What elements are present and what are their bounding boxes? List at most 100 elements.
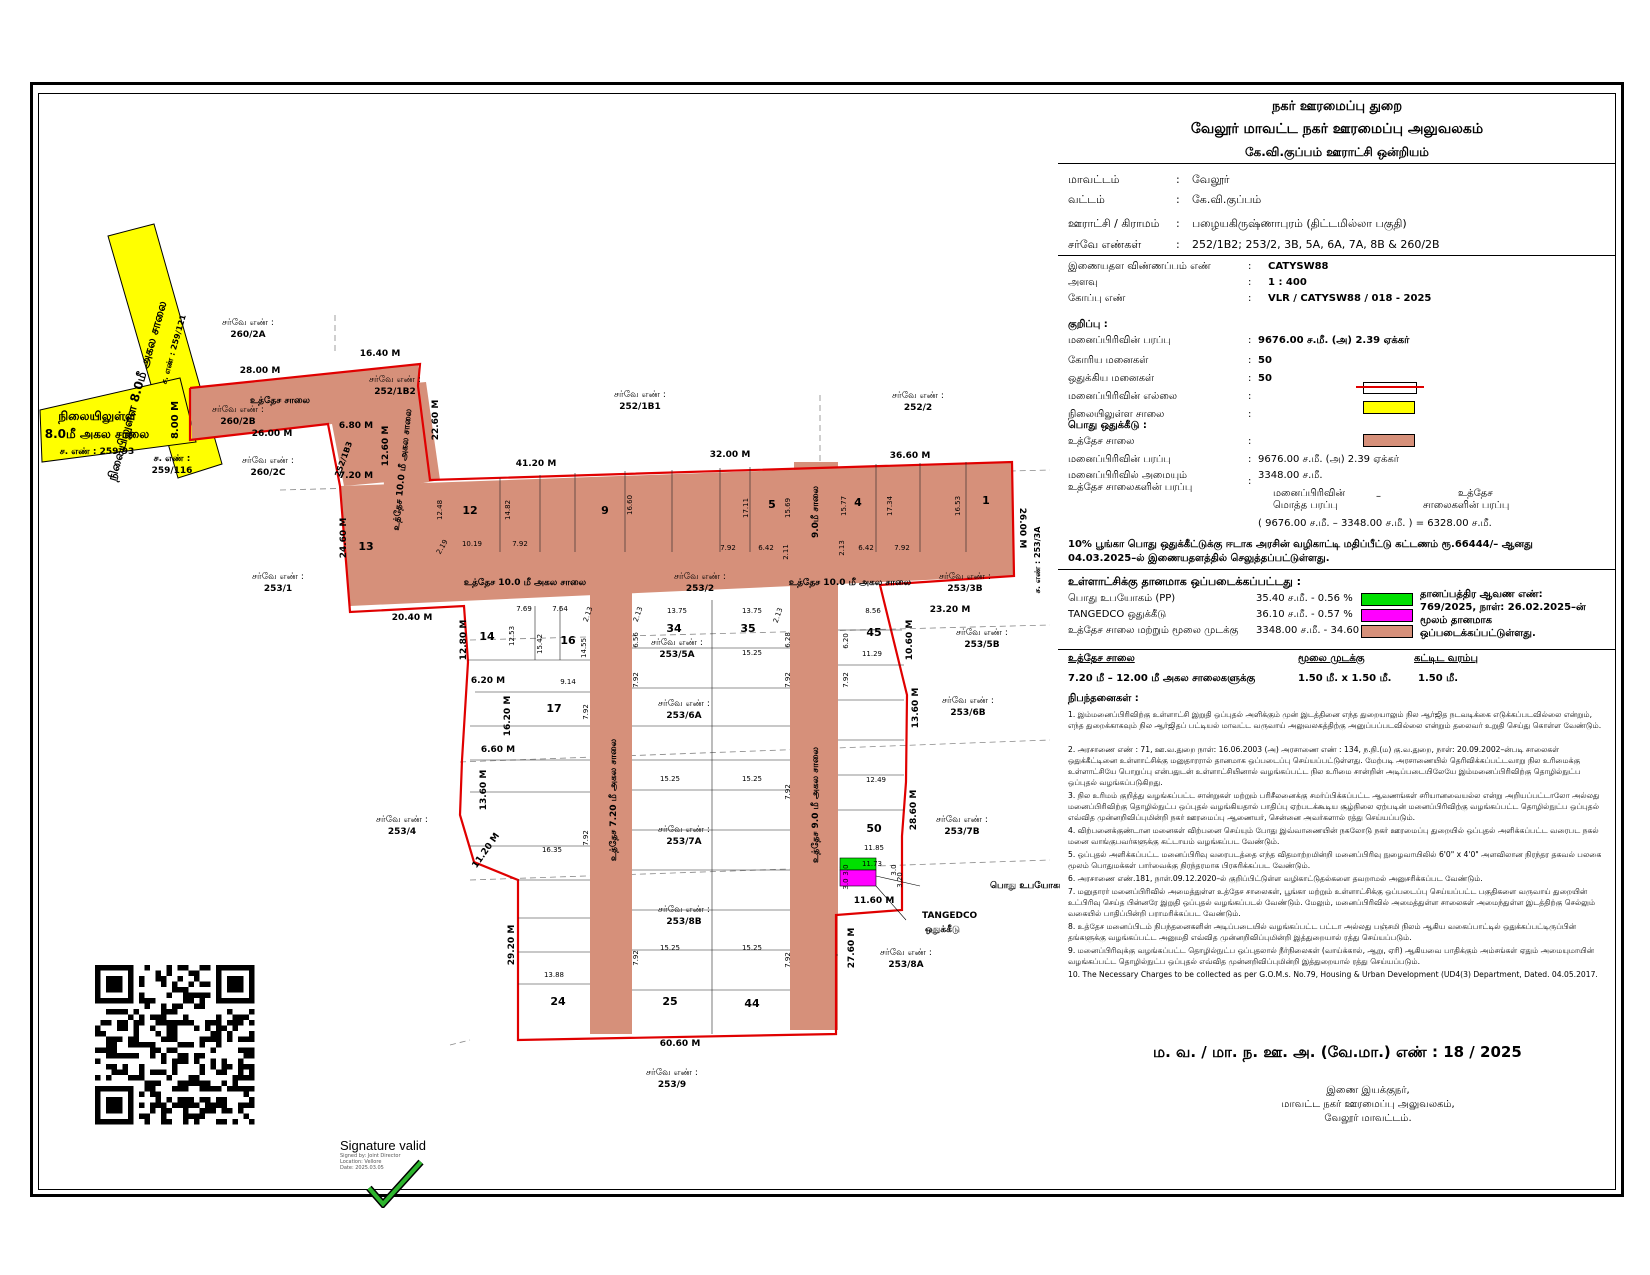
- tangedco-label-a: TANGEDCO: [922, 911, 978, 921]
- dimension-labels: 28.00 M16.40 M26.00 M6.80 M7.20 M41.20 M…: [240, 349, 1027, 1049]
- survey-number-value: 253/4: [388, 827, 416, 837]
- small-dimension: 9.14: [560, 678, 576, 686]
- survey-number-value: 253/7A: [666, 837, 701, 847]
- small-dimension: 6.20: [842, 633, 850, 649]
- survey-number-value: 252/2: [904, 403, 932, 413]
- small-dimension: 2.13: [632, 606, 645, 623]
- dimension-vertical: 26.00 M: [1017, 508, 1027, 549]
- dimension-horizontal: 7.20 M: [339, 471, 373, 481]
- survey-number-value: 252/1B1: [619, 402, 660, 412]
- calc-h1a: மனைப்பிரிவின்: [1273, 488, 1346, 499]
- small-dimension: 7.92: [784, 784, 792, 800]
- signatory-line: இணை இயக்குநர்,: [1326, 1085, 1410, 1096]
- legend-value: 50: [1258, 373, 1272, 384]
- plot-number: 1: [982, 494, 990, 507]
- small-dimension: 11.85: [864, 844, 884, 852]
- small-dimension: 7.92: [784, 672, 792, 688]
- dimension-horizontal: 26.00 M: [252, 429, 293, 439]
- small-dimension: 17.11: [742, 498, 750, 518]
- legend-label: நிலையிலுள்ள சாலை: [1068, 409, 1165, 420]
- plot-number: 44: [744, 997, 760, 1010]
- condition-item: 10. The Necessary Charges to be collecte…: [1068, 970, 1598, 979]
- location-label: வட்டம்: [1068, 193, 1105, 206]
- digital-signature: Signature valid Signed by: Joint Directo…: [340, 1138, 460, 1208]
- plot-number: 17: [546, 702, 561, 715]
- survey-number-value: 253/8A: [888, 960, 923, 970]
- pp-label: பொது உபயோகம் (PP): [990, 880, 1060, 891]
- info-panel: நகர் ஊரமைப்பு துறை வேலூர் மாவட்ட நகர் ஊர…: [1058, 93, 1616, 1190]
- survey-number-label: சர்வே எண் :: [939, 572, 991, 582]
- survey-number-value: 253/1: [264, 584, 292, 594]
- tangedco-area: [839, 869, 877, 887]
- detail-label: இணையதள விண்ணப்பம் எண்: [1068, 261, 1211, 272]
- small-dimension: 13.75: [742, 607, 762, 615]
- legend-label: மனைப்பிரிவின் எல்லை: [1068, 391, 1178, 402]
- plot-number: 24: [550, 995, 566, 1008]
- plot-number: 34: [666, 622, 682, 635]
- splay-v1: 7.20 மீ – 12.00 மீ அகல சாலைகளுக்கு: [1068, 673, 1256, 684]
- condition-item: 6. அரசாணை எண்.181, நாள்.09.12.2020–ல் கு…: [1068, 874, 1483, 883]
- survey-number-value: 260/2C: [251, 468, 286, 478]
- small-dimension: 7.92: [784, 952, 792, 968]
- small-dimension: 17.34: [886, 495, 894, 516]
- legend-label: கோரிய மனைகள்: [1068, 355, 1149, 366]
- survey-number-label: சர்வே எண் :: [212, 405, 264, 415]
- office-title: வேலூர் மாவட்ட நகர் ஊரமைப்பு அலுவலகம்: [1190, 121, 1484, 137]
- existing-road-width: 8.00 M: [170, 401, 181, 439]
- dimension-vertical: 22.60 M: [431, 400, 441, 441]
- road-label-900: உத்தேச 9.0 மீ அகல சாலை: [810, 747, 821, 863]
- condition-item: 7. மனுதாரர் மனைப்பிரிவில் அமைத்துள்ள உத்…: [1068, 887, 1596, 918]
- survey-number-label: சர்வே எண் :: [369, 375, 421, 385]
- plot-number: 45: [866, 626, 881, 639]
- small-dimension: 15.42: [536, 634, 544, 654]
- allot-plan-label1: மனைப்பிரிவில் அமையும்: [1068, 470, 1188, 481]
- small-dimension: 15.25: [660, 775, 680, 783]
- small-dimension: 2.13: [838, 540, 846, 556]
- dimension-vertical: 28.60 M: [909, 790, 919, 831]
- small-dimension: 16.60: [626, 495, 634, 515]
- small-dimension: 12.53: [508, 626, 516, 646]
- survey-number-value: 253/5A: [659, 650, 694, 660]
- survey-number-value: 253/5B: [964, 640, 999, 650]
- small-dimension: 6.42: [758, 544, 774, 552]
- block-title: கே.வி.குப்பம் ஊராட்சி ஒன்றியம்: [1245, 145, 1429, 159]
- dimension-vertical: 10.60 M: [905, 620, 915, 661]
- legend-title: குறிப்பு :: [1068, 319, 1108, 330]
- survey-number-label: சர்வே எண் :: [658, 699, 710, 709]
- small-dimension: 3.20: [896, 872, 904, 888]
- signatory-line: மாவட்ட நகர் ஊரமைப்பு அலுவலகம்,: [1281, 1099, 1455, 1110]
- splay-h1: உத்தேச சாலை: [1068, 653, 1135, 664]
- existing-road-1b: 8.0மீ அகல சாலை: [45, 427, 150, 441]
- road-label-main: உத்தேச 10.0 மீ அகல சாலை: [464, 577, 587, 588]
- plot-number: 35: [740, 622, 755, 635]
- dept-title: நகர் ஊரமைப்பு துறை: [1271, 99, 1403, 114]
- survey-number-label: சர்வே எண் :: [376, 815, 428, 825]
- survey-number-label: சர்வே எண் :: [880, 948, 932, 958]
- dimension-horizontal: 16.40 M: [360, 349, 401, 359]
- legend-value: 9676.00 ச.மீ. (அ) 2.39 ஏக்கர்: [1258, 335, 1410, 346]
- survey-number-value: 253/2: [686, 584, 714, 594]
- road-label-9m: 9.0மீ சாலை: [810, 485, 821, 538]
- legend-label: ஒதுக்கிய மனைகள்: [1068, 373, 1155, 384]
- location-label: சர்வே எண்கள்: [1068, 238, 1142, 251]
- plot-number: 4: [854, 496, 862, 509]
- gift-label: TANGEDCO ஒதுக்கீடு: [1068, 609, 1167, 620]
- small-dimension: 7.69: [516, 605, 532, 613]
- plot-number: 14: [479, 630, 495, 643]
- small-dimension: 2.11: [782, 544, 790, 560]
- sheet-outer-border: [30, 82, 1624, 1197]
- gift-swatch: [1361, 625, 1413, 638]
- dimension-vertical: 13.60 M: [911, 688, 921, 729]
- allot-road-label: உத்தேச சாலை: [1068, 436, 1135, 447]
- small-dimension: 12.48: [436, 500, 444, 520]
- gift-value: 36.10 ச.மீ. - 0.57 %: [1256, 609, 1353, 620]
- park-note-1: 10% பூங்கா பொது ஒதுக்கீட்டுக்கு ஈடாக அரச…: [1068, 539, 1533, 550]
- location-value: 252/1B2; 253/2, 3B, 5A, 6A, 7A, 8B & 260…: [1192, 238, 1440, 251]
- location-value: கே.வி.குப்பம்: [1192, 193, 1262, 206]
- plot-number: 25: [662, 995, 677, 1008]
- plot-number: 5: [768, 498, 776, 511]
- small-dimension: 16.35: [542, 846, 562, 854]
- dimension-horizontal: 28.00 M: [240, 366, 281, 376]
